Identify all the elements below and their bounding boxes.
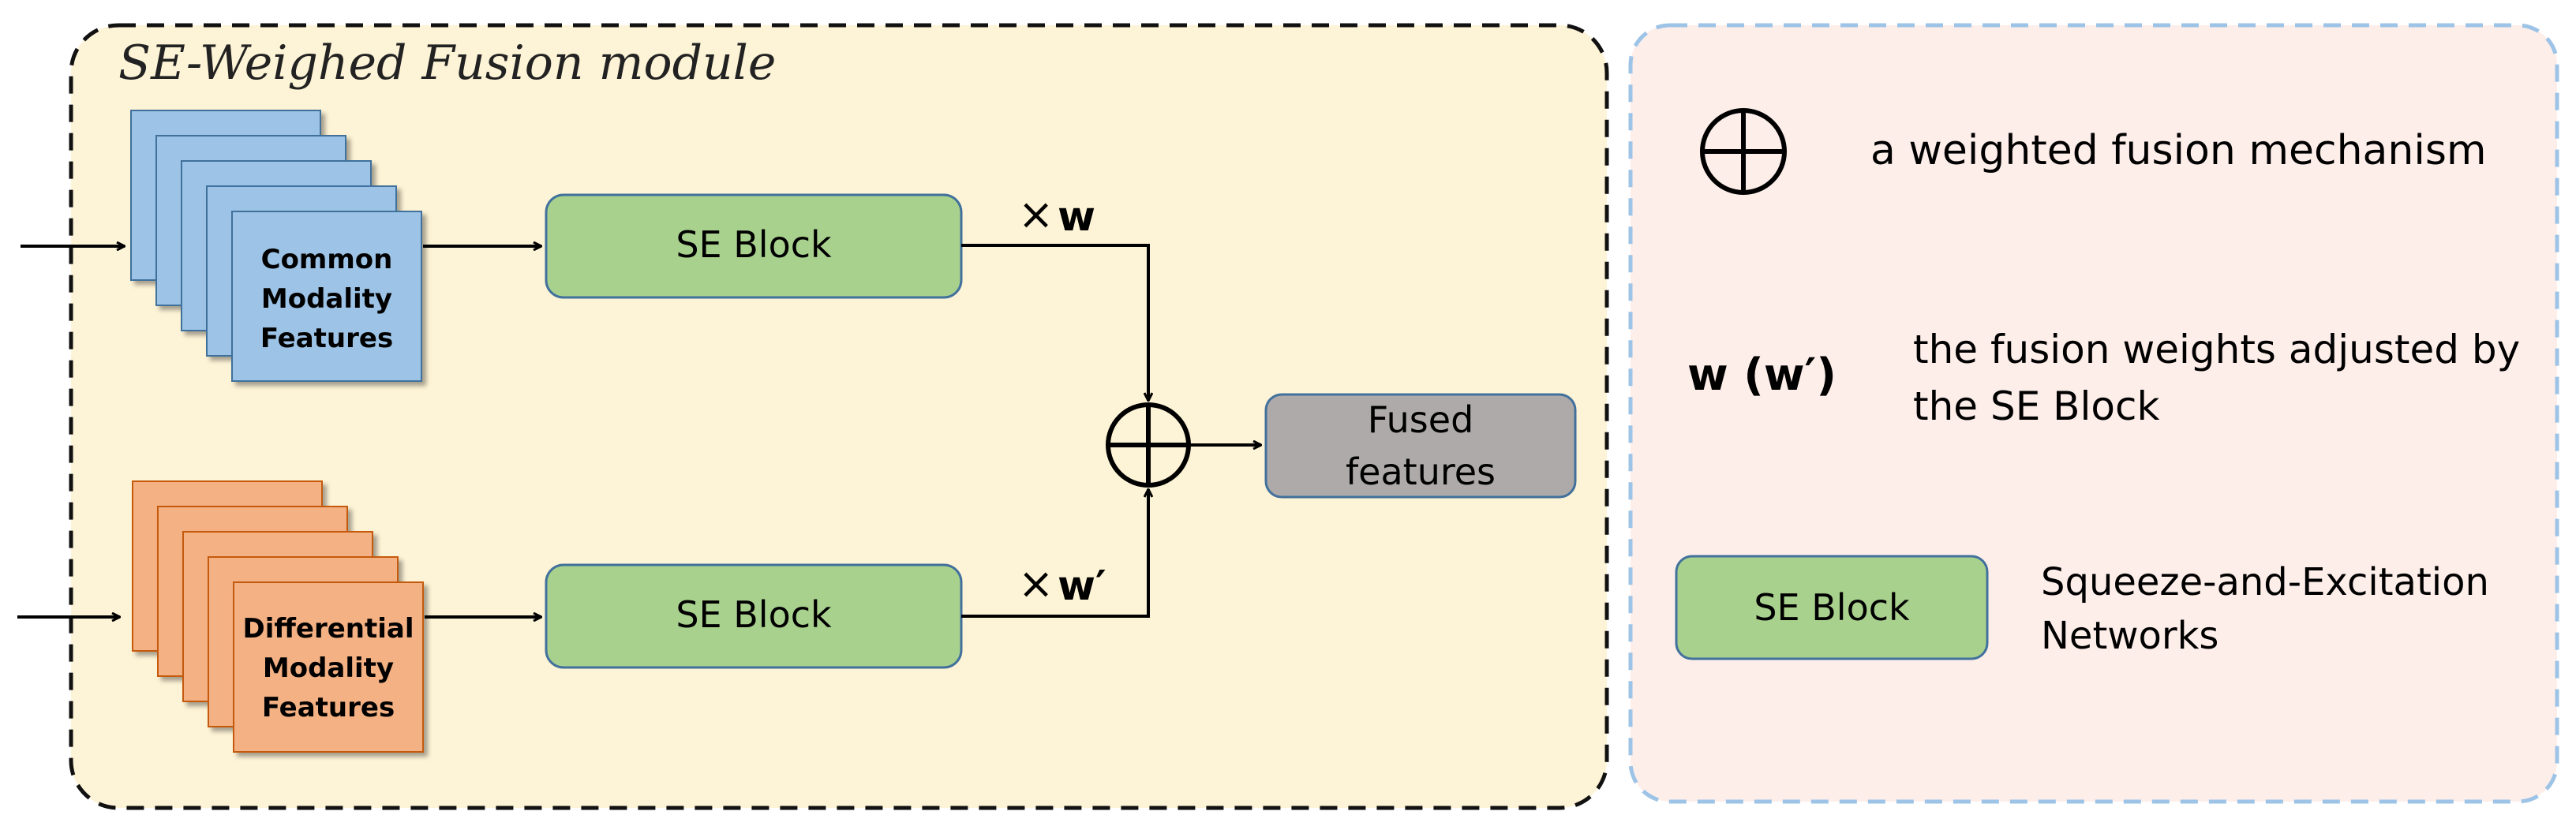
differential-feature-stack [132,480,424,753]
fused-features-line1: Fused [1368,398,1474,441]
common-features-line3: Features [260,323,393,354]
times-top: × [1018,189,1054,239]
module-panel [69,23,1609,810]
fused-features-line2: features [1346,451,1496,493]
weight-top: w [1058,193,1095,241]
weighted-fusion-icon [1106,402,1191,488]
differential-features-line2: Modality [263,652,394,684]
path-top-to-fusion [961,244,1148,401]
fused-features-box [1264,393,1577,499]
differential-features-line3: Features [262,692,395,723]
legend-se-block-label: SE Block [1754,586,1910,629]
legend-fusion-icon [1700,108,1787,195]
legend-weights-desc-line1: the fusion weights adjusted by [1913,327,2520,372]
legend-se-block [1675,555,1989,660]
legend-weights-desc-line2: the SE Block [1913,383,2159,429]
common-feature-stack [130,110,422,382]
common-features-line2: Modality [261,283,392,315]
legend-weights-symbol: w (w′) [1687,350,1837,401]
path-bottom-to-fusion [961,489,1148,618]
times-bottom: × [1018,559,1054,608]
common-features-line1: Common [261,244,393,275]
legend-se-desc-line2: Networks [2041,614,2218,658]
differential-features-line1: Differential [242,613,414,645]
weight-bottom: w′ [1058,563,1106,610]
se-block-bottom-label: SE Block [676,593,832,636]
legend-fusion-desc: a weighted fusion mechanism [1870,127,2487,174]
legend-se-desc-line1: Squeeze-and-Excitation [2041,560,2489,604]
se-block-top-label: SE Block [676,223,832,266]
module-title: SE-Weighed Fusion module [118,36,776,91]
